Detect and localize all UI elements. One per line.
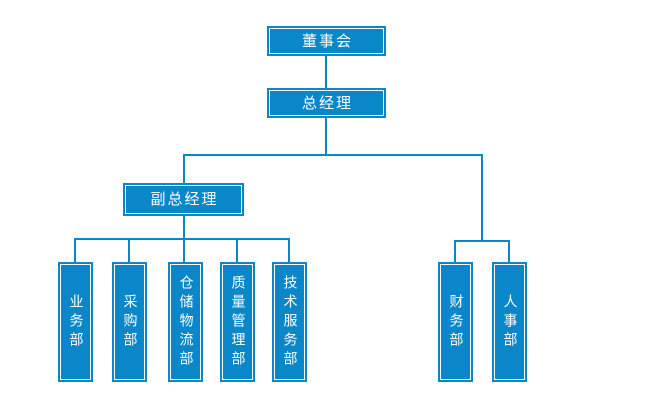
node-quality-management-dept: 质量管理部	[220, 262, 255, 382]
connector-to-business-dept	[74, 240, 76, 262]
connector-to-hr-dept	[508, 242, 510, 262]
node-deputy-general-manager: 副总经理	[123, 183, 244, 216]
connector-to-procurement-dept	[128, 240, 130, 262]
connector-right-horizontal	[454, 240, 510, 242]
connector-right-branch-down	[481, 154, 483, 240]
node-board-of-directors: 董事会	[267, 26, 386, 56]
node-general-manager: 总经理	[267, 88, 386, 118]
node-procurement-dept: 采购部	[112, 262, 147, 382]
connector-board-to-gm	[325, 56, 327, 88]
connector-deputy-gm-down	[183, 216, 185, 240]
node-hr-dept: 人事部	[492, 262, 527, 382]
connector-gm-down	[325, 118, 327, 154]
node-finance-dept: 财务部	[438, 262, 473, 382]
connector-to-deputy-gm	[183, 154, 185, 183]
connector-to-finance-dept	[454, 242, 456, 262]
connector-left-horizontal	[74, 238, 290, 240]
node-warehouse-logistics-dept: 仓储物流部	[168, 262, 203, 382]
node-business-dept: 业务部	[58, 262, 93, 382]
connector-to-technical-dept	[288, 240, 290, 262]
connector-gm-horizontal	[183, 154, 483, 156]
connector-to-quality-dept	[236, 240, 238, 262]
connector-to-warehouse-dept	[183, 240, 185, 262]
node-technical-service-dept: 技术服务部	[272, 262, 307, 382]
